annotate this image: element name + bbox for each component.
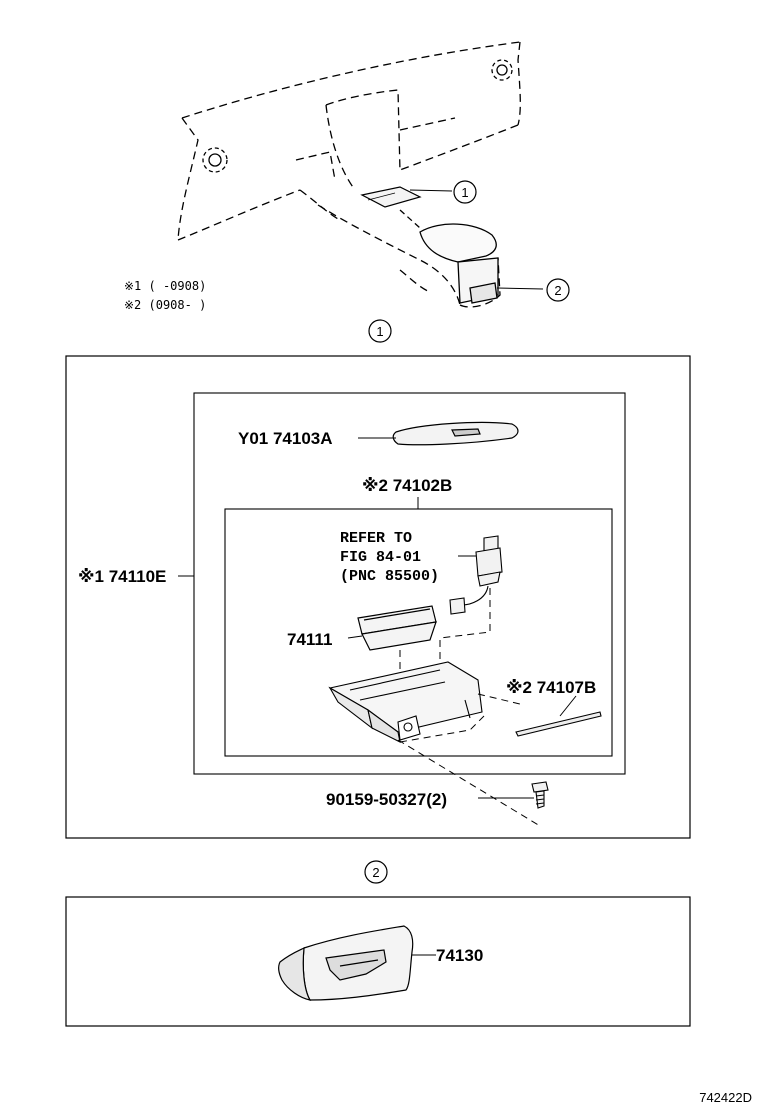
callout-2-number: 2 [554,283,561,298]
part-74107b-illustration[interactable] [515,711,602,737]
label-90159-50327[interactable]: 90159-50327(2) [326,790,447,809]
callout-1-number: 1 [461,185,468,200]
refer-line-1: REFER TO [340,530,412,547]
section-marker-2: 2 [364,860,388,884]
part-74130-illustration[interactable] [278,925,414,1001]
leader-line [347,635,363,639]
switch-connector-illustration [449,535,503,615]
callout-1[interactable]: 1 [453,180,477,204]
section-1-frame [65,355,691,839]
label-74111[interactable]: 74111 [287,630,332,649]
assembly-guide-line [399,715,485,743]
dashboard-overview-illustration [177,41,521,308]
leader-line [496,287,544,290]
label-74102b[interactable]: ※2 74102B [362,476,452,495]
refer-line-2[interactable]: FIG 84-01 [340,549,421,566]
callout-2[interactable]: 2 [546,278,570,302]
label-74107b[interactable]: ※2 74107B [506,678,596,697]
note-2: ※2 (0908- ) [124,298,206,312]
section-marker-2-number: 2 [372,865,379,880]
label-74130[interactable]: 74130 [436,946,483,965]
assembly-guide-line [439,588,491,639]
section-marker-1-number: 1 [376,324,383,339]
section-marker-1: 1 [368,319,392,343]
assembly-guide-line [477,693,521,708]
console-base-illustration [328,661,483,743]
screw-illustration[interactable] [531,781,549,809]
assembly-74110e-frame [193,392,626,775]
leader-line [559,695,577,717]
label-74103a[interactable]: Y01 74103A [238,429,333,448]
assembly-guide-line [397,739,541,827]
refer-line-3: (PNC 85500) [340,568,439,585]
leader-line [409,189,453,192]
part-74111-illustration[interactable] [357,605,437,651]
note-1: ※1 ( -0908) [124,279,206,293]
label-74110e[interactable]: ※1 74110E [78,567,166,586]
section-2-frame [65,896,691,1027]
part-74103a-illustration[interactable] [392,421,519,446]
figure-code: 742422D [699,1090,752,1105]
